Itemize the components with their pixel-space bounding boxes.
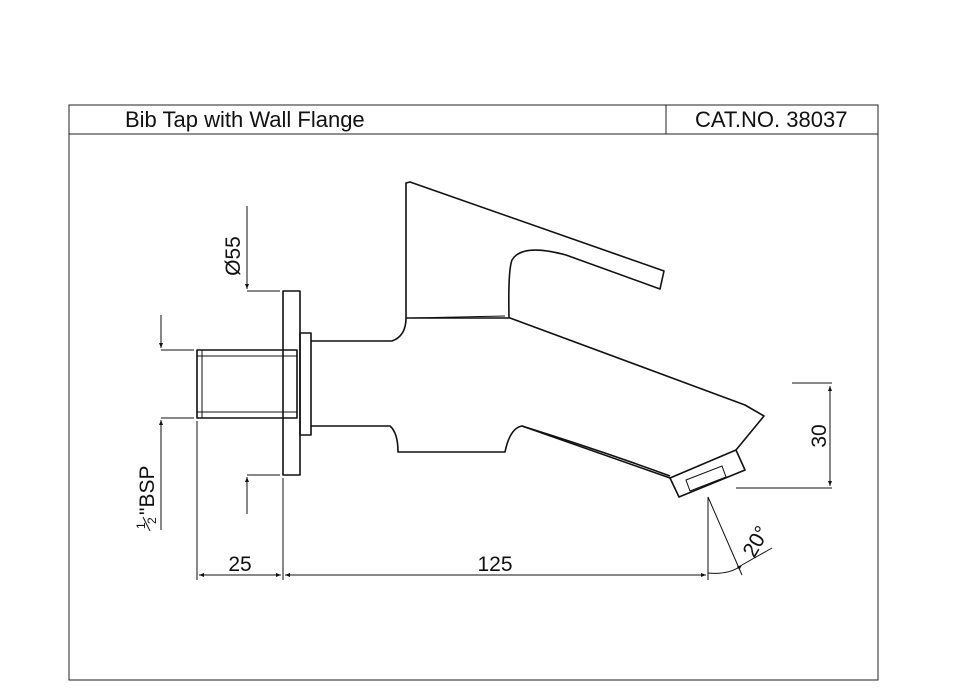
lever-handle [405, 181, 665, 319]
spout-reach-label: 125 [477, 553, 512, 576]
aerator [669, 449, 746, 498]
flange-diameter-label: Ø55 [222, 236, 245, 276]
threaded-inlet [196, 349, 298, 419]
product-name: Bib Tap with Wall Flange [125, 107, 365, 132]
dimension-thread-size: 1 2 "BSP [134, 315, 194, 532]
spout-height-label: 30 [808, 424, 831, 447]
tap-outline [196, 181, 765, 498]
dimension-horizontal: 25 125 [196, 421, 709, 580]
tap-body [311, 317, 765, 479]
flange-boss [299, 332, 312, 436]
outlet-angle-label: 20° [738, 522, 774, 561]
drawing-frame [68, 104, 879, 681]
dimension-spout-height: 30 [736, 382, 832, 489]
thread-fraction-denominator: 2 [145, 517, 159, 524]
dimension-flange-diameter: Ø55 [222, 206, 280, 514]
thread-length-label: 25 [228, 553, 251, 576]
catalog-number: CAT.NO. 38037 [695, 107, 847, 132]
title-block: Bib Tap with Wall Flange CAT.NO. 38037 [69, 105, 878, 135]
dimension-outlet-angle: 20° [707, 496, 774, 576]
thread-fraction-numerator: 1 [134, 522, 148, 529]
thread-size-label: "BSP [136, 466, 159, 515]
